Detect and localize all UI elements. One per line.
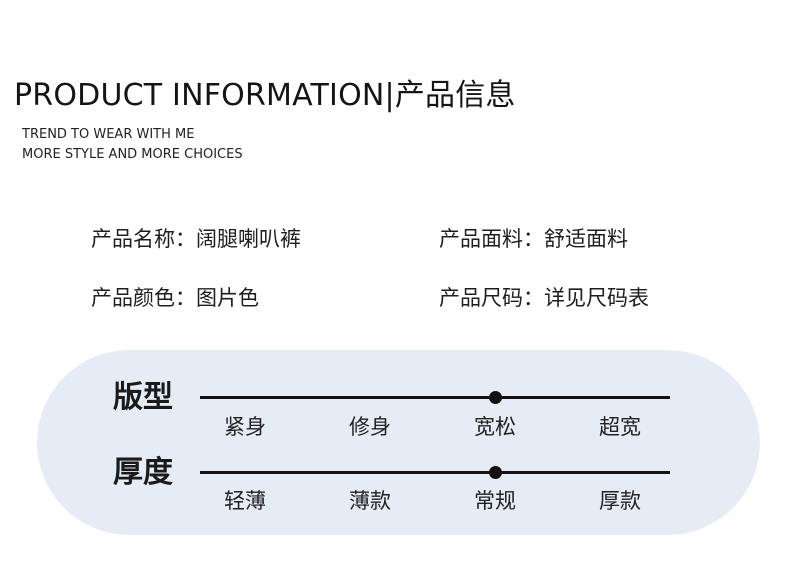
- scale-label-thickness: 厚度: [113, 455, 173, 490]
- scale-label-fit: 版型: [113, 380, 173, 415]
- page-title: PRODUCT INFORMATION|产品信息: [14, 78, 516, 113]
- scale-option-thickness-2: 薄款: [349, 489, 391, 513]
- scale-track-thickness: [200, 471, 670, 474]
- scale-option-fit-1: 紧身: [224, 415, 266, 439]
- scale-marker-fit: [488, 391, 502, 404]
- scale-option-fit-3: 宽松: [474, 415, 516, 439]
- scale-panel: [37, 350, 760, 535]
- attribute-size: 产品尺码：详见尺码表: [439, 286, 649, 310]
- scale-option-thickness-3: 常规: [474, 489, 516, 513]
- scale-option-fit-4: 超宽: [599, 415, 641, 439]
- scale-option-fit-2: 修身: [349, 415, 391, 439]
- attribute-fabric: 产品面料：舒适面料: [439, 227, 628, 251]
- subtitle-line-1: TREND TO WEAR WITH ME: [22, 127, 195, 142]
- subtitle-line-2: MORE STYLE AND MORE CHOICES: [22, 147, 243, 162]
- scale-marker-thickness: [488, 466, 502, 479]
- scale-track-fit: [200, 396, 670, 399]
- scale-option-thickness-4: 厚款: [599, 489, 641, 513]
- scale-option-thickness-1: 轻薄: [224, 489, 266, 513]
- attribute-color: 产品颜色：图片色: [91, 286, 259, 310]
- attribute-product-name: 产品名称：阔腿喇叭裤: [91, 227, 301, 251]
